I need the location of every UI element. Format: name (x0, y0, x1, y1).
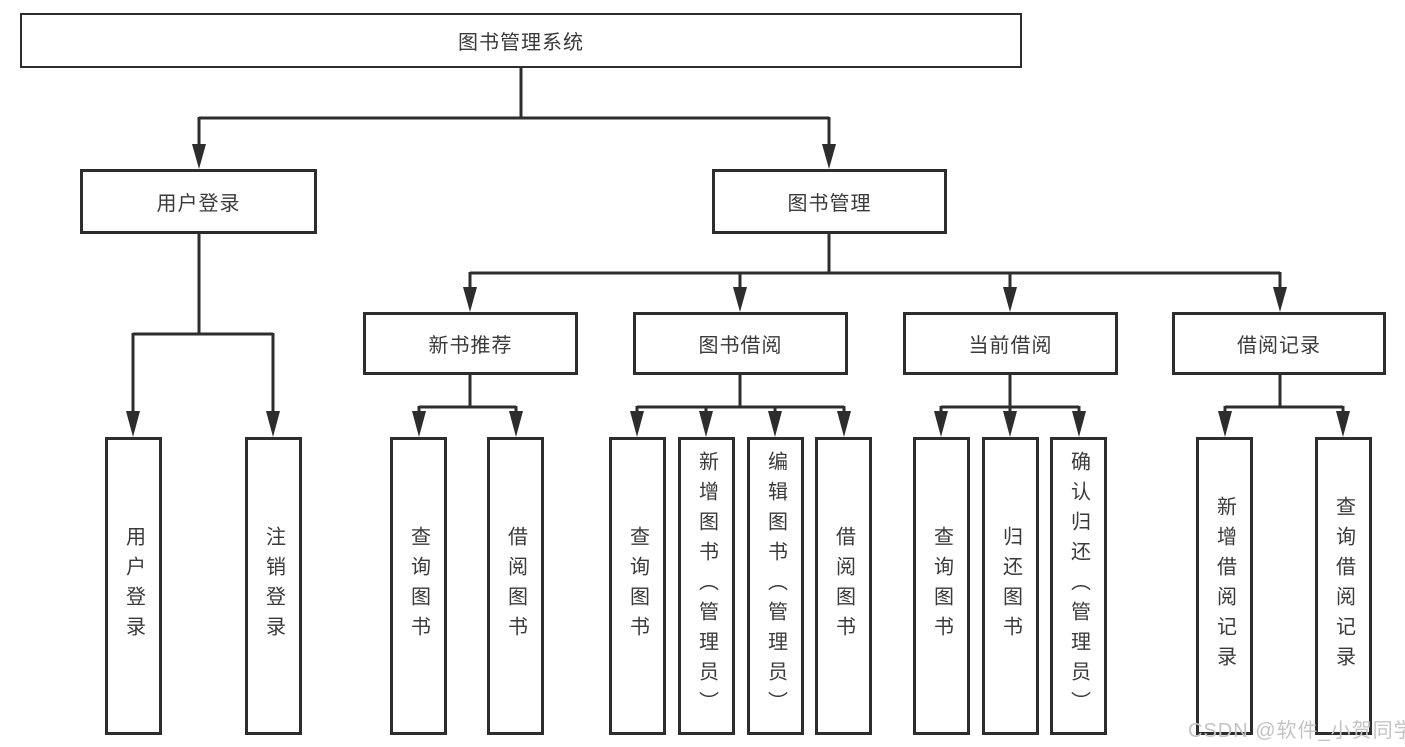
node-current-borrow: 当前借阅 (903, 312, 1118, 375)
node-user-login: 用户登录 (80, 169, 317, 234)
node-library-management-system: 图书管理系统 (20, 13, 1022, 68)
leaf-add-borrow-record: 新增借阅记录 (1196, 437, 1253, 735)
leaf-user-login: 用户登录 (105, 437, 162, 735)
leaf-query-book-current: 查询图书 (913, 437, 970, 735)
leaf-query-borrow-record: 查询借阅记录 (1315, 437, 1372, 735)
node-new-book-recommend: 新书推荐 (363, 312, 578, 375)
leaf-query-book-borrow: 查询图书 (609, 437, 666, 735)
node-book-borrow: 图书借阅 (633, 312, 848, 375)
leaf-add-book-admin: 新增图书（管理员） (678, 437, 735, 735)
leaf-borrow-book: 借阅图书 (815, 437, 872, 735)
arrowheads (126, 144, 1350, 437)
node-book-management: 图书管理 (712, 169, 947, 234)
node-borrow-record: 借阅记录 (1172, 312, 1386, 375)
leaf-edit-book-admin: 编辑图书（管理员） (747, 437, 804, 735)
leaf-query-book-recommend: 查询图书 (390, 437, 447, 735)
leaf-return-book: 归还图书 (982, 437, 1039, 735)
leaf-logout: 注销登录 (245, 437, 302, 735)
leaf-borrow-book-recommend: 借阅图书 (487, 437, 544, 735)
leaf-confirm-return-admin: 确认归还（管理员） (1050, 437, 1107, 735)
csdn-watermark: CSDN @软件_小贺同学 (1188, 720, 1405, 742)
